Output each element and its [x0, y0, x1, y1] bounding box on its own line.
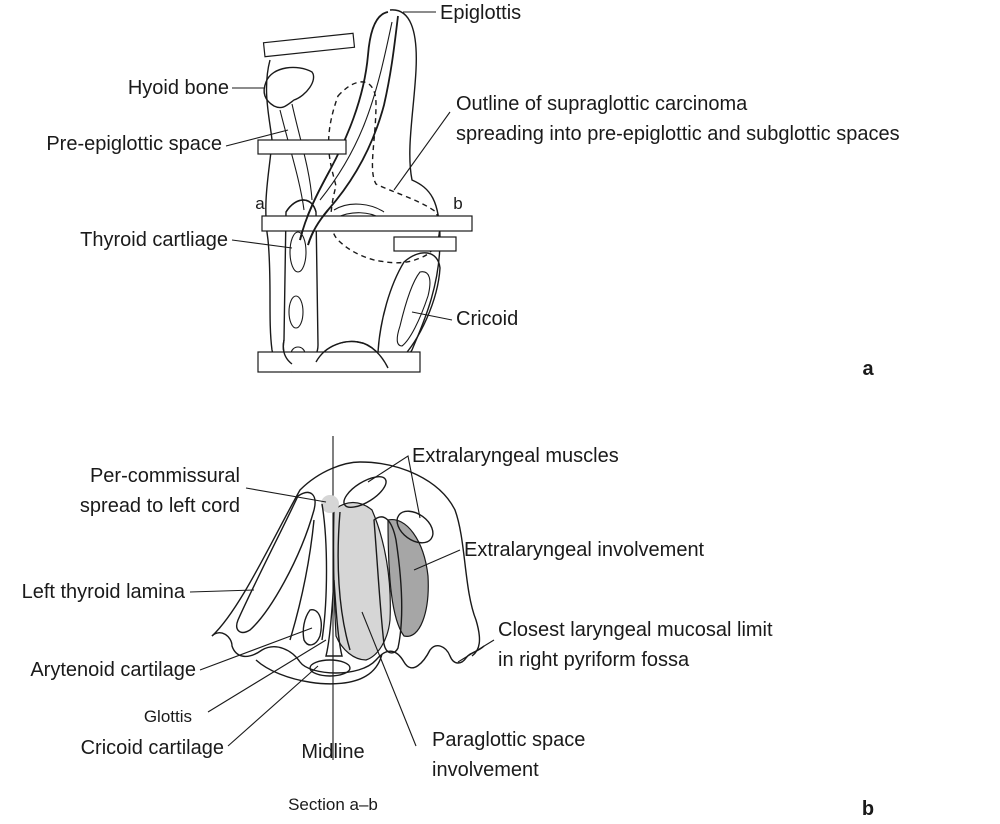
section-box-2: [258, 140, 346, 154]
label-closest-mucosal-1: Closest laryngeal mucosal limit: [498, 619, 773, 641]
per-commissural-spot: [321, 495, 339, 513]
label-left-thyroid-lamina: Left thyroid lamina: [22, 581, 186, 603]
label-per-commissural-1: Per-commissural: [90, 465, 240, 487]
label-marker-b: b: [453, 194, 462, 213]
leader-arytenoid: [200, 628, 312, 670]
cricoid-shape: [378, 253, 440, 366]
label-cricoid: Cricoid: [456, 308, 518, 330]
label-paraglottic-1: Paraglottic space: [432, 729, 585, 751]
label-arytenoid-cartilage: Arytenoid cartilage: [30, 659, 196, 681]
paraglottic-region: [334, 503, 391, 661]
panel-letter-a: a: [862, 358, 874, 380]
label-marker-a: a: [255, 194, 265, 213]
section-box-bottom: [258, 352, 420, 372]
panel-a-sagittal-section: Epiglottis Hyoid bone Pre-epiglottic spa…: [46, 2, 899, 380]
label-midline: Midline: [301, 741, 364, 763]
label-thyroid-cartilage: Thyroid cartliage: [80, 229, 228, 251]
leader-closest-mucosal: [458, 640, 494, 662]
label-outline-line2: spreading into pre-epiglottic and subglo…: [456, 123, 900, 145]
extralaryngeal-region: [388, 520, 428, 637]
label-cricoid-cartilage: Cricoid cartilage: [81, 737, 224, 759]
caption-section-a-b: Section a–b: [288, 795, 378, 814]
label-pre-epiglottic-space: Pre-epiglottic space: [46, 133, 222, 155]
left-thyroid-lamina-shape: [237, 492, 315, 632]
label-paraglottic-2: involvement: [432, 759, 539, 781]
label-extralaryngeal-involvement: Extralaryngeal involvement: [464, 539, 705, 561]
leader-per-commissural: [246, 488, 326, 502]
panel-letter-b: b: [862, 798, 874, 820]
thyroid-ossification-2: [289, 296, 303, 328]
cricoid-inner: [397, 272, 430, 346]
leader-cricoid: [412, 312, 452, 320]
section-box-ab: [262, 216, 472, 231]
panel-b-axial-section: Per-commissural spread to left cord Extr…: [22, 436, 875, 820]
hyoid-bone-shape: [264, 67, 314, 107]
label-glottis: Glottis: [144, 707, 192, 726]
label-outline-line1: Outline of supraglottic carcinoma: [456, 93, 748, 115]
section-box-top: [264, 33, 355, 56]
leader-thyroid: [232, 240, 292, 248]
arytenoid-shape: [303, 610, 321, 645]
label-epiglottis: Epiglottis: [440, 2, 521, 24]
section-box-4: [394, 237, 456, 251]
leader-glottis: [208, 640, 326, 712]
leader-outline: [394, 112, 450, 190]
label-extralaryngeal-muscles: Extralaryngeal muscles: [412, 445, 619, 467]
tumour-outline: [329, 82, 440, 263]
label-closest-mucosal-2: in right pyriform fossa: [498, 649, 690, 671]
pre-epiglottic-lines: [280, 104, 312, 210]
label-hyoid-bone: Hyoid bone: [128, 77, 229, 99]
leader-cricoid-cartilage: [228, 666, 318, 746]
thyroid-ossification-1: [290, 232, 306, 272]
label-per-commissural-2: spread to left cord: [80, 495, 240, 517]
